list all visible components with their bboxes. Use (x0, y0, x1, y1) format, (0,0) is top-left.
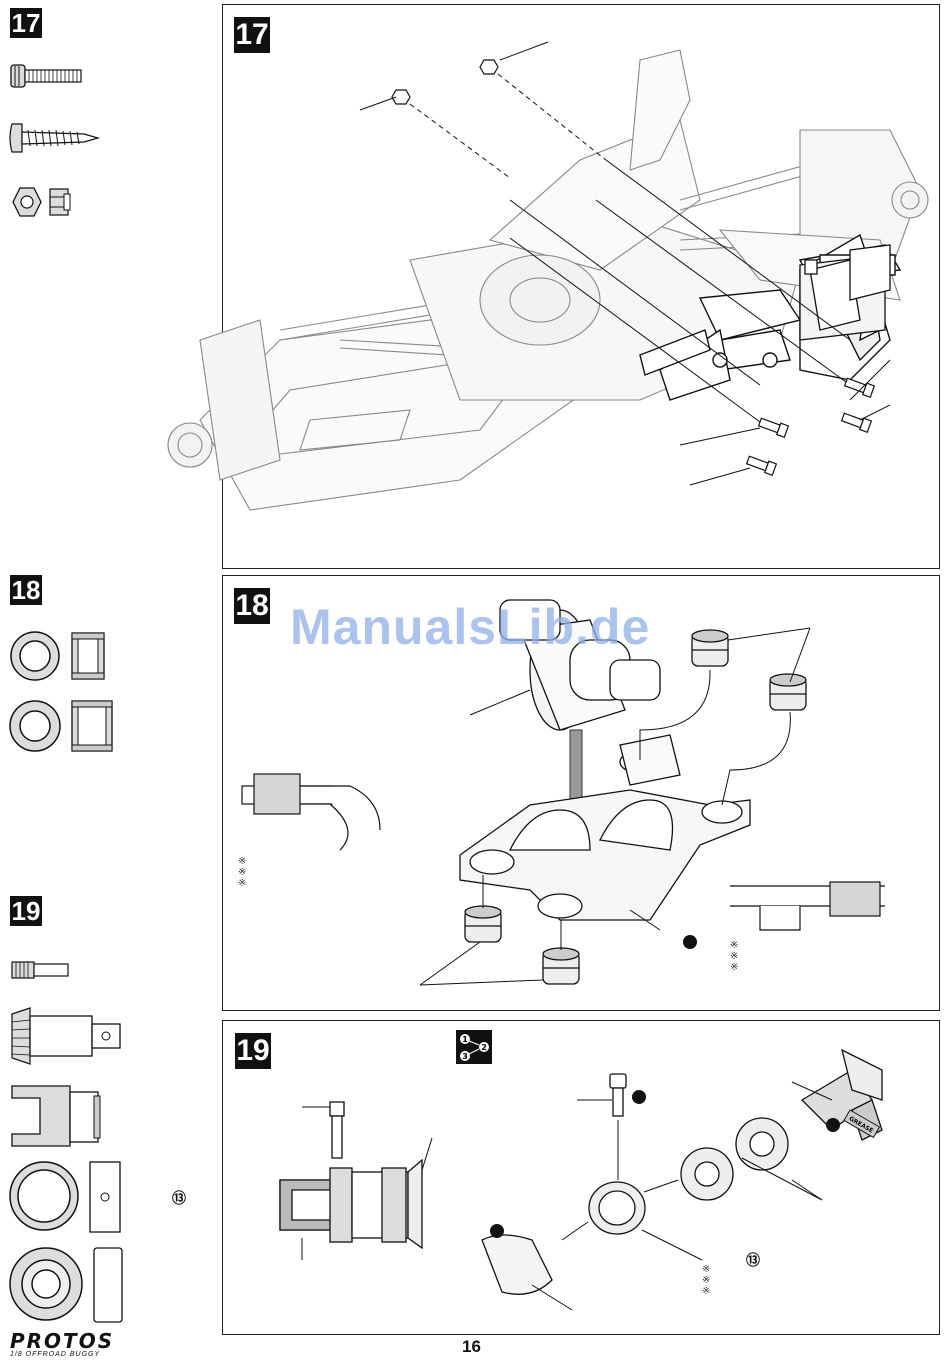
ref-13-marker: ⑬ (172, 1188, 186, 1208)
protos-logo: PROTOS 1/8 OFFROAD BUGGY (10, 1332, 114, 1359)
step18-left-notes: ※※※ (238, 856, 246, 889)
bearing-part-icon (8, 1160, 128, 1234)
pinion-gear-part-icon (10, 1006, 122, 1066)
step19-marker-dot-2 (826, 1118, 840, 1132)
tapping-screw-part-icon (8, 122, 98, 156)
step19-marker-dot-1 (632, 1090, 646, 1104)
step18-marker-dot (683, 935, 697, 949)
screw-part-icon (10, 62, 85, 92)
step18-right-notes: ※※※ (730, 940, 738, 973)
outdrive-part-icon (10, 1082, 102, 1148)
bushing-large-part-icon (8, 698, 114, 754)
lock-nut-part-icon (8, 186, 70, 220)
step19-notes: ※※※ (702, 1264, 710, 1297)
step19-marker-dot-3 (490, 1224, 504, 1238)
side-step-19-badge: 19 (10, 896, 42, 926)
bushing-small-part-icon (8, 630, 108, 682)
set-screw-part-icon (10, 958, 70, 982)
pinion-assembly-illustration: GREASE (232, 1030, 932, 1330)
watermark-text: ManualsLib.de (290, 598, 650, 656)
side-step-18-badge: 18 (10, 575, 42, 605)
ball-bearing-part-icon (8, 1246, 128, 1324)
side-step-17-badge: 17 (10, 8, 42, 38)
chassis-assembly-illustration (160, 40, 940, 540)
page-number: 16 (462, 1337, 481, 1357)
step19-ref-13: ⑬ (746, 1250, 760, 1270)
